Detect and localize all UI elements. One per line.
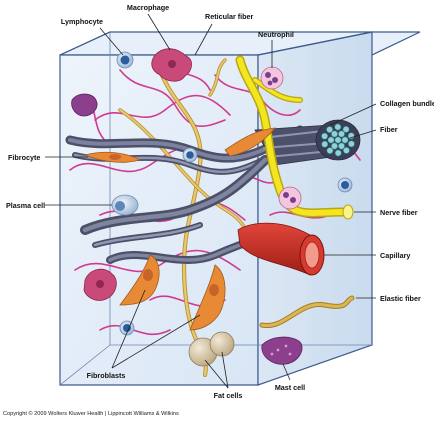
label-fibrocyte: Fibrocyte (8, 153, 40, 162)
collagen-fibril-dot (330, 130, 338, 138)
plasma-cell (111, 194, 139, 216)
leader-line-fibroblasts (111, 289, 146, 369)
fibroblast-cell-upper (224, 127, 276, 157)
collagen-fibril-dot (334, 123, 342, 131)
cells (71, 48, 353, 365)
leader-line-mast-cell (282, 363, 291, 381)
label-fiber: Fiber (380, 125, 398, 134)
box-edge (59, 31, 111, 56)
collagen-fibril-dot (341, 136, 349, 144)
box-hidden-edge (59, 344, 111, 386)
leader-line-collagen-bundle (329, 103, 377, 126)
collagen-fibril-dot (337, 130, 345, 138)
leader-line-lymphocyte (99, 27, 124, 56)
collagen-fibril-dot (342, 146, 350, 154)
nerve-fiber (235, 55, 354, 220)
fat-cell (209, 331, 235, 357)
leader-line-fat-cells (204, 359, 229, 389)
label-capillary: Capillary (380, 251, 410, 260)
labels: Lymphocyte Macrophage Reticular fiber Ne… (6, 3, 434, 400)
leader-line-reticular-fiber (194, 23, 213, 56)
label-lymphocyte: Lymphocyte (61, 17, 103, 26)
leader-line-fiber (349, 129, 377, 139)
collagen-bundle-cross-section (315, 119, 361, 161)
label-mast-cell: Mast cell (275, 383, 305, 392)
collagen-bundle-middle (80, 155, 270, 248)
lymphocyte-cell (182, 147, 198, 163)
capillary (237, 222, 325, 276)
macrophage-cell (83, 268, 117, 301)
nerve-fiber-end (342, 204, 354, 220)
label-reticular-fiber: Reticular fiber (205, 12, 254, 21)
collagen-fibril-dot (342, 125, 350, 133)
label-fat-cells: Fat cells (214, 391, 243, 400)
label-collagen-bundle: Collagen bundle (380, 99, 434, 108)
box-edge (257, 31, 373, 56)
label-macrophage: Macrophage (127, 3, 169, 12)
neutrophil-cell (278, 186, 302, 210)
leader-line-fat-cells (221, 351, 229, 389)
copyright-notice: Copyright © 2009 Wolters Kluwer Health |… (3, 411, 179, 417)
lymphocyte-cell (337, 177, 353, 193)
collagen-fibril-dot (330, 142, 338, 150)
leader-line-fibroblasts (111, 314, 201, 369)
fat-cells (188, 331, 235, 367)
neutrophil-cell (260, 66, 284, 90)
label-plasma-cell: Plasma cell (6, 201, 45, 210)
fibroblast-cell (189, 264, 226, 331)
collagen-fibril-dot (334, 149, 342, 157)
fibroblasts-group (83, 127, 276, 331)
collagen-fibril-dot (337, 142, 345, 150)
macrophage-cell (71, 93, 98, 117)
macrophage-cell (151, 48, 192, 82)
leader-lines (45, 13, 377, 389)
collagen-fibril-dot (334, 136, 342, 144)
fibrocyte-cell (83, 151, 142, 163)
collagen-fibril-dot (347, 140, 355, 148)
collagen-fibril-dot (321, 132, 329, 140)
collagen-fiber-dots (321, 123, 355, 157)
collagen-fibril-dot (321, 140, 329, 148)
label-fibroblasts: Fibroblasts (87, 371, 126, 380)
fibroblast-cell (119, 254, 160, 306)
leader-line-macrophage (147, 13, 171, 51)
collagen-fibril-dot (327, 136, 335, 144)
label-elastic-fiber: Elastic fiber (380, 294, 421, 303)
label-nerve-fiber: Nerve fiber (380, 208, 418, 217)
label-neutrophil: Neutrophil (258, 30, 294, 39)
mast-cell (261, 336, 303, 365)
lymphocyte-cell (116, 51, 134, 69)
collagen-fibril-dot (326, 147, 334, 155)
collagen-fibril-dot (326, 126, 334, 134)
collagen-fibril-dot (347, 132, 355, 140)
